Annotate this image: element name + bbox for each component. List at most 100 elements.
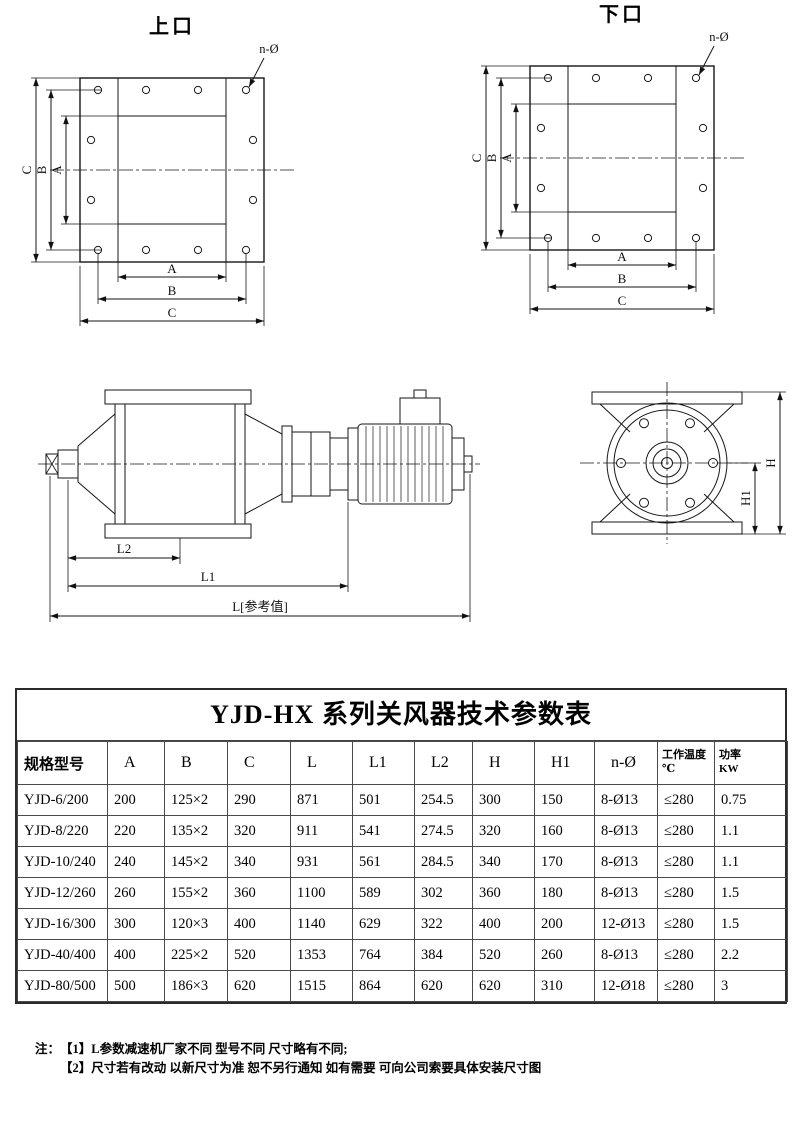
table-cell: 125×2 (164, 784, 228, 816)
table-cell: ≤280 (657, 908, 715, 940)
dim-label-l-ref: L[参考值] (232, 599, 288, 614)
dim-label-c-vert: C (472, 154, 484, 163)
table-cell: 220 (107, 815, 165, 847)
table-cell: 520 (472, 939, 535, 971)
table-cell: 254.5 (414, 784, 473, 816)
table-cell: 300 (107, 908, 165, 940)
shaft-end (45, 453, 59, 475)
table-cell: 1353 (290, 939, 353, 971)
table-cell: 310 (534, 970, 595, 1002)
table-cell: 12-Ø13 (594, 908, 658, 940)
table-cell: 340 (227, 846, 291, 878)
table-cell: 322 (414, 908, 473, 940)
table-cell: 300 (472, 784, 535, 816)
table-cell: 1100 (290, 877, 353, 909)
table-cell: ≤280 (657, 815, 715, 847)
table-cell: YJD-8/220 (17, 815, 108, 847)
dim-label-h: H (763, 458, 778, 467)
dim-label-l1: L1 (201, 569, 215, 584)
footnotes: 注： 【1】L参数减速机厂家不同 型号不同 尺寸略有不同; 【2】尺寸若有改动 … (35, 1040, 541, 1079)
dimension-lines (50, 555, 470, 619)
table-cell: 170 (534, 846, 595, 878)
dim-label-b-horiz: B (618, 271, 627, 286)
n-hole-label: n-Ø (709, 30, 728, 44)
table-cell: YJD-10/240 (17, 846, 108, 878)
table-cell: 400 (107, 939, 165, 971)
table-cell: YJD-80/500 (17, 970, 108, 1002)
table-cell: YJD-16/300 (17, 908, 108, 940)
table-cell: 911 (290, 815, 353, 847)
column-header: 规格型号 (17, 741, 108, 785)
table-cell: 764 (352, 939, 415, 971)
bottom-flange-plate (591, 521, 743, 535)
table-cell: 8-Ø13 (594, 784, 658, 816)
end-view-drawing: H H1 (562, 372, 797, 652)
table-cell: 384 (414, 939, 473, 971)
table-cell: 145×2 (164, 846, 228, 878)
table-cell: 120×3 (164, 908, 228, 940)
table-cell: ≤280 (657, 846, 715, 878)
table-cell: 1.1 (714, 846, 788, 878)
dim-label-h1: H1 (738, 490, 753, 506)
table-cell: 320 (227, 815, 291, 847)
motor-terminal-box (399, 397, 441, 425)
table-cell: 260 (534, 939, 595, 971)
motor-fins (365, 426, 444, 502)
table-cell: 501 (352, 784, 415, 816)
table-cell: 620 (414, 970, 473, 1002)
table-cell: 360 (472, 877, 535, 909)
table-cell: 160 (534, 815, 595, 847)
table-cell: 302 (414, 877, 473, 909)
note-prefix: 注： (35, 1042, 61, 1056)
table-cell: ≤280 (657, 939, 715, 971)
table-cell: 200 (107, 784, 165, 816)
column-header: L (290, 741, 353, 785)
top-opening-flange-svg: n-Ø A B C A B C (22, 42, 322, 330)
table-cell: 320 (472, 815, 535, 847)
table-cell: 1.1 (714, 815, 788, 847)
table-cell: 8-Ø13 (594, 877, 658, 909)
column-header: H1 (534, 741, 595, 785)
column-header: H (472, 741, 535, 785)
dim-label-c-horiz: C (618, 293, 627, 308)
table-cell: 150 (534, 784, 595, 816)
bottom-opening-flange-svg: n-Ø A B C A B C (472, 30, 772, 318)
table-cell: 8-Ø13 (594, 939, 658, 971)
table-cell: 340 (472, 846, 535, 878)
table-cell: 290 (227, 784, 291, 816)
dim-label-a-horiz: A (167, 261, 177, 276)
table-cell: 1515 (290, 970, 353, 1002)
dim-label-a-vert: A (49, 165, 64, 175)
left-end-cover (77, 412, 116, 516)
table-cell: YJD-6/200 (17, 784, 108, 816)
table-cell: ≤280 (657, 877, 715, 909)
table-cell: 400 (227, 908, 291, 940)
table-cell: 284.5 (414, 846, 473, 878)
column-header: 功率 KW (714, 741, 788, 785)
column-header: B (164, 741, 228, 785)
table-cell: 520 (227, 939, 291, 971)
top-opening-drawing: 上口 n-Ø A B C A B C (22, 14, 322, 330)
housing-inner-circle (613, 409, 721, 517)
extension-lines (49, 474, 471, 622)
housing-outer-circle (606, 402, 728, 524)
column-header: C (227, 741, 291, 785)
table-cell: 1.5 (714, 908, 788, 940)
dimension-lines (752, 392, 783, 534)
shaft-circle (661, 457, 673, 469)
table-cell: 3 (714, 970, 788, 1002)
bottom-opening-drawing: 下口 n-Ø A B C A B C (472, 2, 772, 318)
table-cell: 260 (107, 877, 165, 909)
table-cell: 620 (227, 970, 291, 1002)
table-cell: ≤280 (657, 784, 715, 816)
dim-label-a-horiz: A (617, 249, 627, 264)
column-header: n-Ø (594, 741, 658, 785)
